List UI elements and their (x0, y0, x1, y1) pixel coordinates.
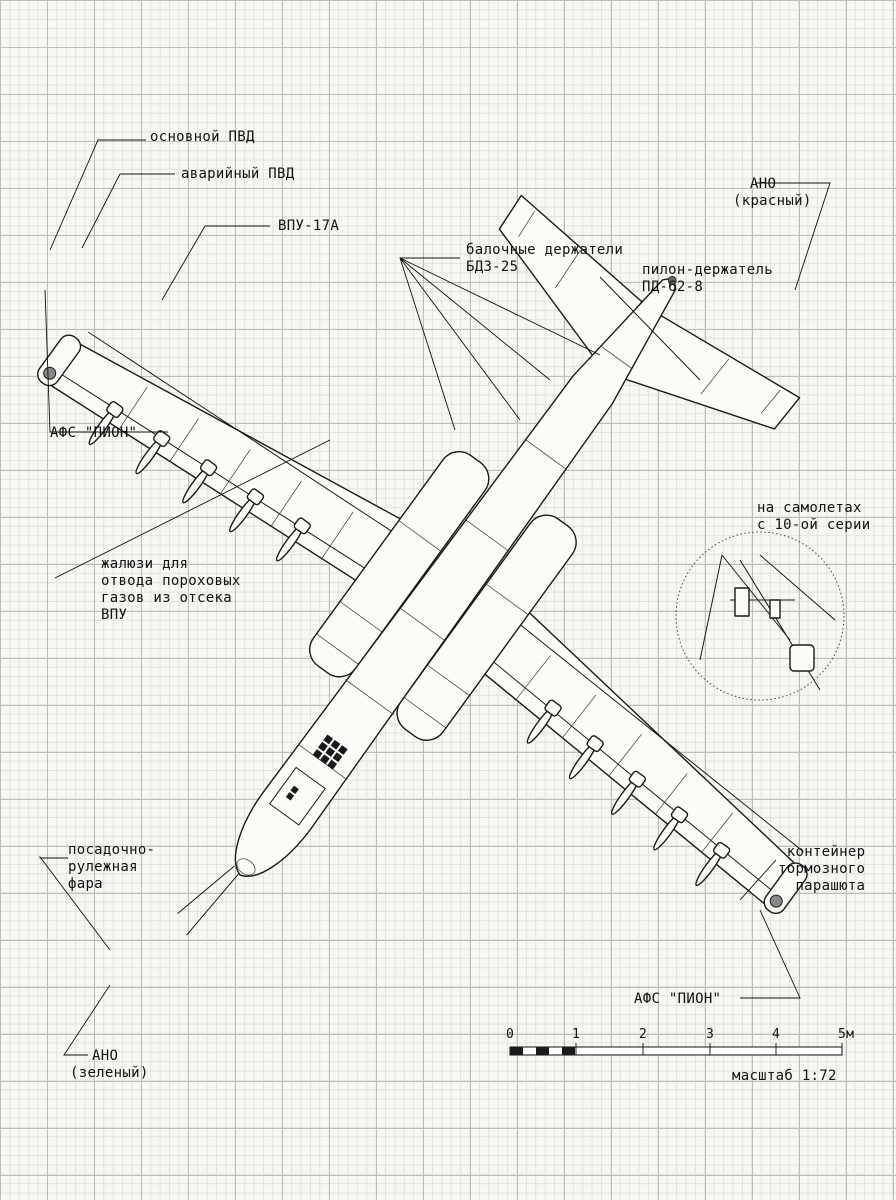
label-landing-light: посадочно- рулежная фара (68, 842, 156, 892)
label-pylon-type: ПД-62-8 (642, 279, 704, 295)
engine-nacelles (309, 450, 577, 741)
store-right (695, 841, 731, 886)
store-left (182, 459, 218, 504)
scale-caption: масштаб 1:72 (732, 1068, 837, 1084)
label-brake-chute: контейнер тормозного парашюта (778, 844, 866, 894)
store-left (88, 401, 124, 446)
bomb-racks (88, 401, 731, 886)
label-nav-light-green-color: (зеленый) (70, 1065, 149, 1081)
store-right (568, 735, 604, 780)
store-left (275, 517, 311, 562)
label-afs-pion-nose: АФС "ПИОН" (50, 425, 138, 441)
label-afs-pion-tail: АФС "ПИОН" (634, 991, 722, 1007)
scale-tick-0: 0 (506, 1027, 515, 1042)
store-left (135, 430, 171, 475)
main-wing (37, 331, 808, 915)
label-inset-note: на самолетах с 10-ой серии (757, 500, 871, 533)
scale-tick-2: 2 (639, 1027, 648, 1042)
store-left (229, 488, 265, 533)
scale-tick-1: 1 (572, 1027, 581, 1042)
label-main-pitot: основной ПВД (150, 129, 255, 145)
store-right (653, 806, 689, 851)
detail-inset (675, 531, 845, 701)
scale-tick-3: 3 (706, 1027, 715, 1042)
scale-tick-4: 4 (772, 1027, 781, 1042)
label-bomb-racks-type: БДЗ-25 (466, 259, 519, 275)
label-emergency-pitot: аварийный ПВД (181, 166, 295, 182)
pitot-probes (177, 865, 239, 936)
aircraft (37, 194, 808, 936)
label-vpu: ВПУ-17А (278, 218, 340, 234)
label-nav-light-green: АНО (92, 1048, 119, 1064)
label-louvers: жалюзи для отвода пороховых газов из отс… (101, 556, 241, 623)
label-nav-light-red: АНО (750, 176, 777, 192)
scale-bar (509, 1043, 843, 1056)
store-right (526, 699, 562, 744)
store-right (610, 770, 647, 815)
scale-tick-5: 5м (838, 1027, 855, 1042)
label-bomb-racks: балочные держатели (466, 242, 624, 258)
label-pylon: пилон-держатель (642, 262, 773, 278)
label-nav-light-red-color: (красный) (733, 193, 812, 209)
fuselage (234, 276, 677, 877)
leader-lines (39, 139, 831, 1056)
